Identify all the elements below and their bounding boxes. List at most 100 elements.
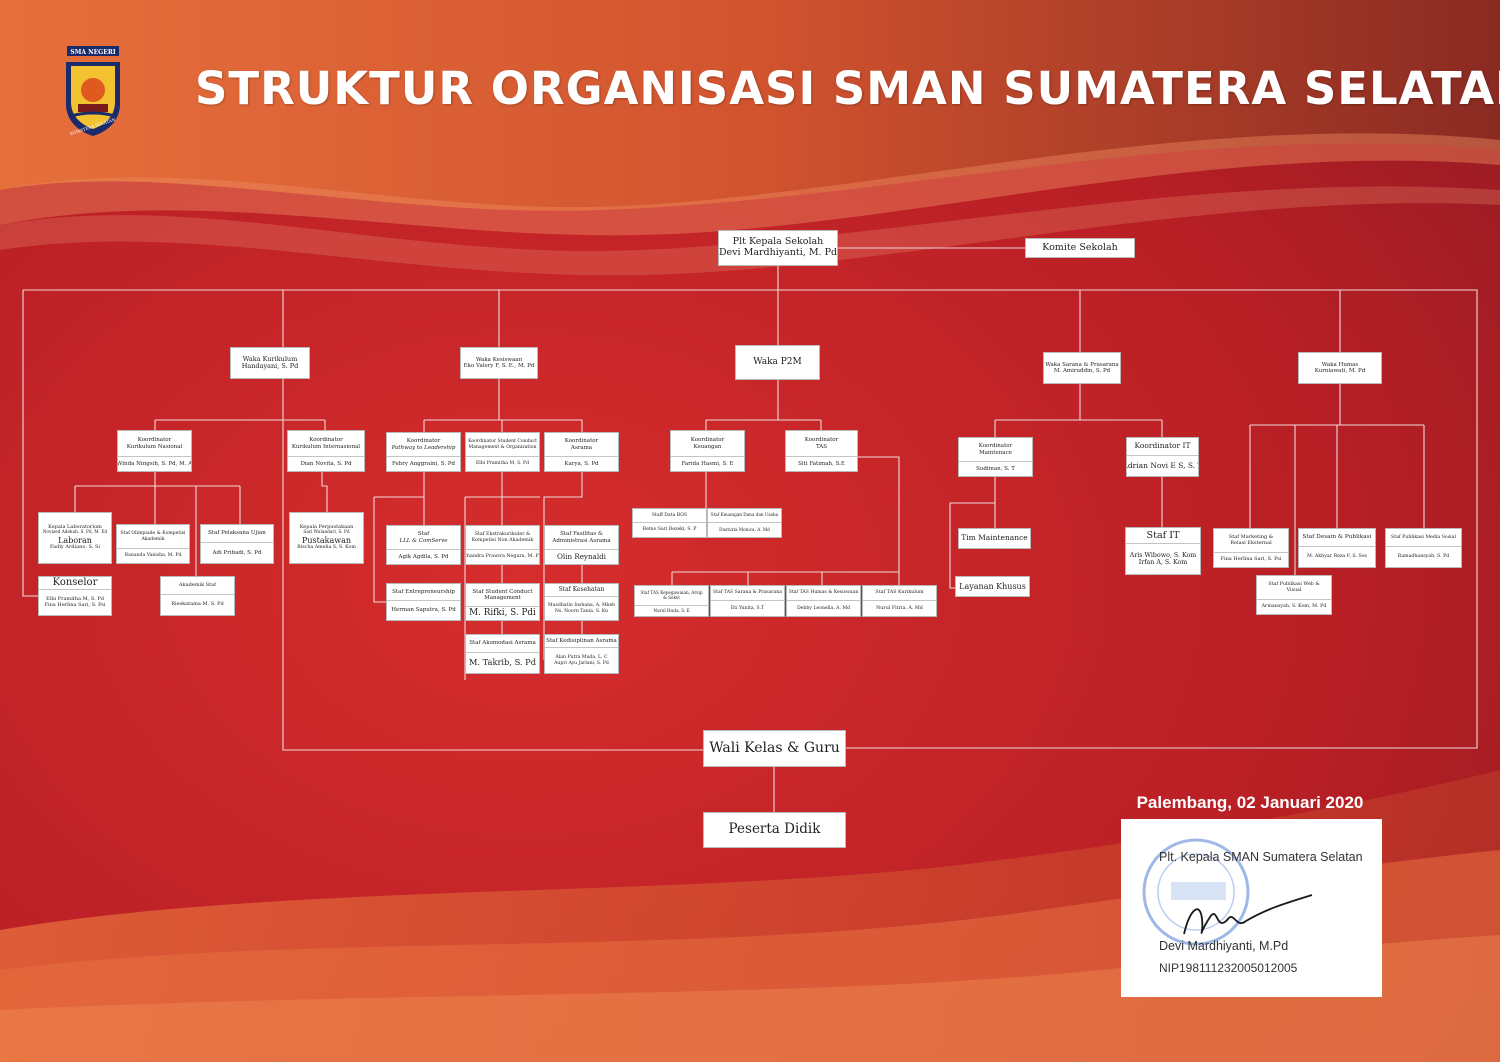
org-box-text: Nurul Huda, S. E [653,607,690,613]
org-box-text: Staf TAS Kurikulum [875,590,924,596]
org-box-text: Waka P2M [753,357,802,368]
page-title: STRUKTUR ORGANISASI SMAN SUMATERA SELATA… [195,62,1500,115]
org-box-text: Winda Ningsih, S. Pd, M. A [117,460,192,467]
org-box-text: M. Akhyar Reza F, S. Sos [1306,554,1367,560]
org-box-staf-bos: Staff Data BOS Retno Sari Rezeki, S. P [632,508,707,538]
org-box-text: Kurniawati, M. Pd [1314,368,1366,374]
org-box-text: Febry Anggraini, S. Pd [391,460,456,467]
org-box-text: Koordinator [309,437,343,444]
org-box-text: M. Rifki, S. Pdi [469,608,536,619]
org-box-text: Kepala Laboratorium [48,524,102,531]
org-box-peserta-didik: Peserta Didik [703,812,846,848]
org-box-text: Staf Publikasi Media Sosial [1391,534,1456,540]
org-box-text: Waka Humas [1321,361,1359,368]
org-box-text: Kurikulum Internasional [291,443,361,450]
org-box-text: Kompetisi Non Akademik [471,537,534,543]
org-box-text: Olin Reynaldi [557,551,606,561]
org-box-text: Laboran [58,535,92,545]
org-box-text: TAS [815,443,828,450]
sun-icon [81,78,105,102]
org-box-text: Tim Maintenance [961,533,1028,543]
org-box-text: Elbi Pramitha M, S. Pd [475,461,530,467]
school-logo: SMA NEGERI SUMATERA SELATAN [66,46,120,136]
org-box-text: Ramadhansyah, S. Pd [1397,554,1450,560]
org-box-text: Staf TAS Sarana & Prasarana [713,590,782,596]
org-box-staf-ekskul: Staf Ekstrakurikuler &Kompetisi Non Akad… [465,525,540,565]
org-box-text: Akademik Staf [178,581,216,588]
org-box-text: Waka Kurikulum [242,354,298,363]
org-box-text: Staf Ekstrakurikuler & [474,531,531,537]
org-box-text: Fina Herlina Sari, S. Psi [44,601,106,608]
org-box-text: Handayani, S. Pd [241,362,299,370]
org-box-text: Relasi Eksternal [1230,539,1272,546]
org-box-text: Farida Hasmi, S. E [681,460,734,467]
org-box-tim-maintenance: Tim Maintenance [958,528,1031,549]
logo-top-text: SMA NEGERI [70,49,115,56]
org-box-text: Staf Desain & Publikasi [1302,534,1372,541]
org-box-text: Staf Marketing & [1228,533,1274,540]
org-box-text: Aris Wibowo, S. Kom [1129,551,1197,559]
org-box-text: Karya, S. Pd [564,460,599,467]
org-box-text: Fadly Ardiano, S. Si [50,544,100,551]
org-box-text: Rieskatama M, S. Pd [171,601,224,608]
org-box-text: Staf Kesehatan [558,585,605,593]
org-box-text: Keuangan [693,443,722,450]
org-box-text: Peserta Didik [728,821,821,838]
org-box-text: Layanan Khusus [959,581,1026,591]
org-box-text: Fina Herlina Sari, S. Psi [1220,556,1282,563]
org-box-text: Agik Agdila, S. Pd [398,553,449,560]
org-box-text: Pustakawan [301,535,351,545]
org-box-text: Retno Sari Rezeki, S. P [642,527,697,533]
org-box-text: Aupri Ayu Jarlani, S. Pd [554,660,609,666]
org-box-text: Rischa Amelia S, S. Kom [297,545,356,551]
org-box-text: Administrasi Asrama [552,537,611,544]
org-box-text: LLL & ComServe [399,537,448,544]
org-box-text: Staf Keuangan Dana dan Usaha [710,512,779,518]
signature-position: Plt. Kepala SMAN Sumatera Selatan [1159,850,1363,864]
org-box-text: Asrama [570,444,593,451]
org-box-text: Staf Student Conduct [472,588,533,595]
org-box-text: Adrian Novi E S, S. T [1126,460,1199,470]
org-box-text: M. Takrib, S. Pd [468,657,536,668]
org-box-text: Kurikulum Nasional [126,443,183,450]
org-box-text: Akademik [141,536,165,542]
org-box-text: Komite Sekolah [1042,241,1118,253]
org-box-text: Staf Pelaksana Ujian [208,530,266,537]
org-box-text: Maintenace [979,449,1012,456]
org-box-text: Staff Data BOS [651,512,688,518]
org-box-text: Staf IT [1146,529,1180,541]
org-box-text: Koordinator [978,443,1013,450]
org-box-text: Armansyah, S. Kom, M. Pd [1261,604,1327,610]
org-box-text: Koordinator [137,437,172,444]
org-box-text: Ns. Noorn Tania, S. Kn [554,608,609,614]
org-box-text: Koordinator [804,437,839,444]
org-box-text: Eti Yunita, S.T [730,605,765,611]
org-box-text: Staf Publikasi Web & [1268,581,1320,587]
org-box-text: Staf Entrepreneurship [392,588,455,595]
signature-nip: NIP198111232005012005 [1159,961,1298,975]
org-box-text: Kepala Perpustakaan [299,524,354,531]
org-box-text: Management [484,595,521,601]
org-box-text: Konselor [52,577,98,589]
